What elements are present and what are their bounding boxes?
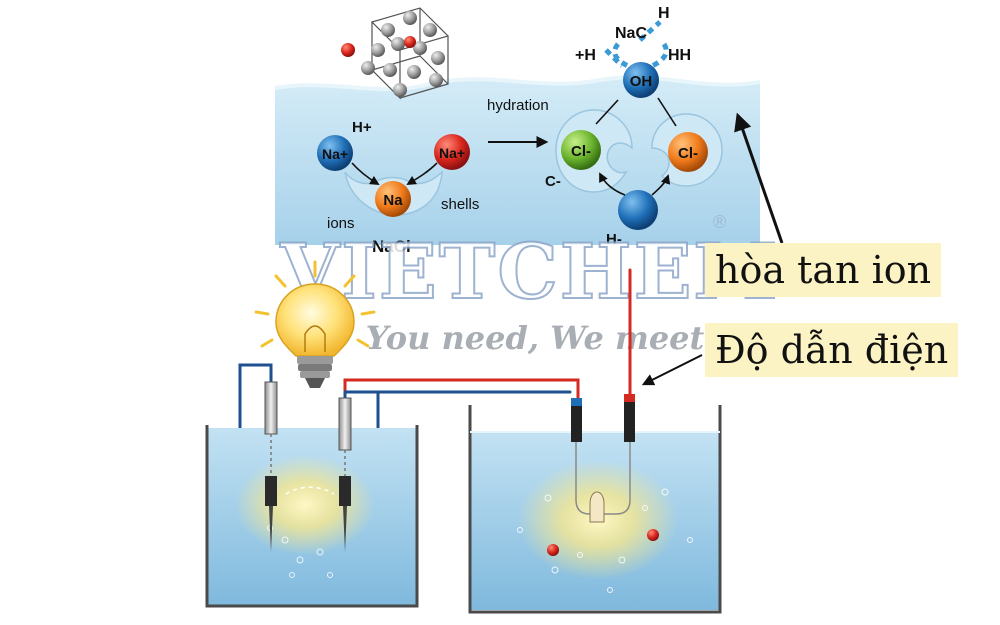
- sodium-hydration-group: Na+ Na+ Na H+ ions shells NaCl: [317, 119, 479, 256]
- left-electrode-cathode: [264, 381, 278, 552]
- na-plus-left-ion: [317, 135, 353, 171]
- hydration-label: hydration: [487, 97, 549, 114]
- cl-left-ion: [561, 130, 601, 170]
- h-plus-label: H+: [352, 119, 372, 136]
- crystal-lattice-illustration: [341, 7, 450, 100]
- oh-label: OH: [630, 73, 653, 90]
- conductivity-callout: Độ dẫn điện: [705, 323, 959, 377]
- h-minus-ion: [618, 190, 658, 230]
- plus-h-label: +H: [575, 47, 596, 64]
- na-center-ion: [375, 181, 411, 217]
- shells-label: shells: [441, 196, 479, 213]
- vietchem-watermark: VIETCHEM ® You need, We meet: [278, 212, 779, 357]
- watermark-brand: VIETCHEM: [279, 227, 779, 316]
- watermark-slogan: You need, We meet: [366, 319, 705, 357]
- watermark-registered: ®: [713, 212, 726, 232]
- na-center-label: Na: [383, 192, 403, 209]
- hydration-arrow: hydration: [487, 97, 549, 148]
- conductivity-probe: [571, 394, 635, 523]
- h-top-label: H: [658, 5, 670, 22]
- hh-label: HH: [668, 47, 691, 64]
- nacl-label: NaCl: [372, 237, 411, 256]
- na-plus-right-label: Na+: [439, 145, 465, 161]
- cl-left-label: Cl-: [571, 143, 591, 160]
- left-beaker: [205, 425, 419, 608]
- c-minus-label: C-: [545, 173, 561, 190]
- h-minus-label: H-: [606, 231, 622, 248]
- left-electrode-anode: [338, 397, 352, 552]
- cl-right-ion: [668, 132, 708, 172]
- light-bulb-icon: [254, 260, 376, 388]
- cl-right-label: Cl-: [678, 145, 698, 162]
- na-plus-left-label: Na+: [322, 146, 348, 162]
- ions-label: ions: [327, 215, 355, 232]
- chloride-hydration-group: Cl- Cl- C- H-: [545, 97, 723, 248]
- water-molecule-cluster: OH NaC H +H HH: [575, 5, 691, 98]
- callout-arrows: [641, 112, 784, 386]
- dissolve-callout: hòa tan ion: [705, 243, 942, 297]
- na-plus-right-ion: [434, 134, 470, 170]
- nac-label: NaC: [615, 25, 647, 42]
